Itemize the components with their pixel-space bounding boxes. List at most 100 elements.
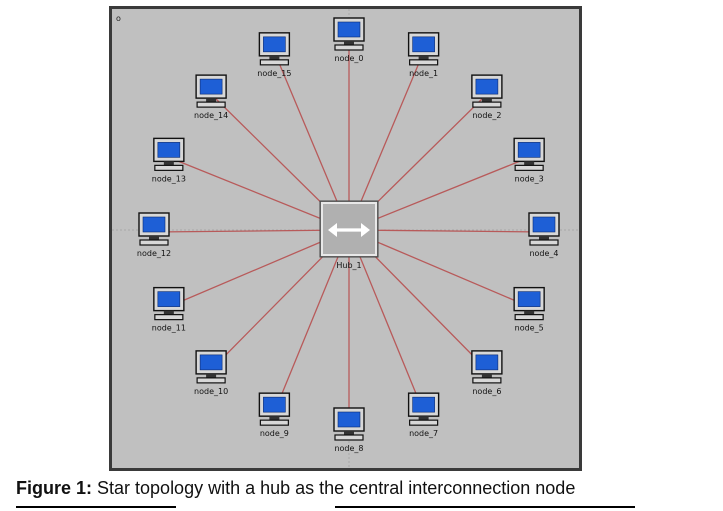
- screen-icon: [157, 291, 181, 307]
- computer-node_3[interactable]: node_3: [513, 137, 545, 183]
- base-icon: [196, 377, 226, 384]
- screen-icon: [337, 411, 361, 428]
- screen-icon: [199, 354, 223, 371]
- hub-label: Hub_1: [336, 261, 361, 270]
- computer-node_15[interactable]: node_15: [257, 32, 291, 78]
- monitor-stand-icon: [539, 236, 549, 240]
- monitor-stand-icon: [163, 161, 174, 166]
- computer-node_6[interactable]: node_6: [471, 350, 503, 396]
- monitor-stand-icon: [344, 431, 354, 435]
- computer-node_13[interactable]: node_13: [152, 137, 186, 183]
- computer-node_7[interactable]: node_7: [407, 392, 440, 438]
- base-icon: [472, 101, 502, 108]
- node-label: node_1: [409, 69, 438, 78]
- computer-node_9[interactable]: node_9: [258, 392, 291, 438]
- figure-caption-prefix: Figure 1:: [16, 478, 93, 498]
- computer-node_5[interactable]: node_5: [513, 286, 545, 333]
- screen-icon: [532, 216, 556, 233]
- link-node_12: [153, 229, 350, 233]
- monitor-stand-icon: [418, 416, 429, 421]
- link-node_13: [168, 156, 350, 231]
- monitor-stand-icon: [206, 373, 217, 378]
- computer-node_0[interactable]: node_0: [333, 17, 365, 63]
- link-node_7: [348, 229, 425, 413]
- monitor-stand-icon: [206, 98, 217, 103]
- base-icon: [154, 164, 184, 171]
- hub-device[interactable]: Hub_1: [319, 200, 379, 270]
- monitor-stand-icon: [344, 41, 354, 45]
- computer-node_4[interactable]: node_4: [528, 212, 560, 258]
- link-node_5: [348, 229, 530, 308]
- computer-node_11[interactable]: node_11: [152, 286, 186, 333]
- node-label: node_5: [515, 324, 544, 333]
- monitor-stand-icon: [418, 55, 429, 60]
- base-icon: [334, 434, 364, 441]
- monitor-stand-icon: [524, 310, 535, 315]
- link-node_11: [168, 229, 350, 308]
- link-node_1: [348, 51, 425, 231]
- screen-icon: [412, 36, 435, 53]
- double-arrow-icon: [328, 223, 370, 237]
- node-label: node_8: [334, 444, 363, 453]
- monitor-stand-icon: [269, 55, 280, 60]
- computer-node_10[interactable]: node_10: [194, 350, 228, 396]
- screen-icon: [412, 396, 435, 413]
- link-node_15: [273, 51, 350, 231]
- node-label: node_13: [152, 174, 186, 183]
- computer-node_14[interactable]: node_14: [194, 74, 228, 120]
- link-node_9: [273, 229, 350, 413]
- monitor-stand-icon: [481, 98, 492, 103]
- base-icon: [409, 419, 439, 426]
- base-icon: [334, 44, 364, 51]
- base-icon: [196, 101, 226, 108]
- monitor-stand-icon: [269, 416, 280, 421]
- computer-node_12[interactable]: node_12: [137, 212, 171, 258]
- base-icon: [259, 59, 289, 66]
- screen-icon: [142, 216, 166, 233]
- base-icon: [154, 314, 184, 321]
- node-label: node_14: [194, 111, 228, 120]
- bottom-rule-right: [335, 506, 635, 508]
- node-label: node_4: [529, 249, 558, 258]
- node-label: node_7: [409, 429, 438, 438]
- monitor-stand-icon: [149, 236, 159, 240]
- bottom-rule-left: [16, 506, 176, 508]
- screen-icon: [199, 78, 223, 95]
- computer-node_1[interactable]: node_1: [407, 32, 440, 78]
- link-node_3: [348, 156, 530, 231]
- corner-mark: o: [116, 14, 121, 23]
- node-label: node_15: [257, 69, 291, 78]
- screen-icon: [475, 354, 499, 371]
- link-node_4: [348, 229, 545, 233]
- monitor-stand-icon: [481, 373, 492, 378]
- node-label: node_3: [515, 174, 544, 183]
- computer-node_8[interactable]: node_8: [333, 407, 365, 453]
- figure-caption-text: Star topology with a hub as the central …: [92, 478, 576, 498]
- base-icon: [514, 164, 544, 171]
- screen-icon: [475, 78, 499, 95]
- base-icon: [259, 419, 289, 426]
- base-icon: [139, 239, 169, 246]
- node-label: node_0: [334, 54, 363, 63]
- screen-icon: [517, 142, 541, 158]
- base-icon: [529, 239, 559, 246]
- topology-canvas: onode_0node_1node_2node_3node_4node_5nod…: [112, 9, 579, 468]
- screen-icon: [263, 36, 286, 53]
- node-label: node_11: [152, 324, 186, 333]
- base-icon: [472, 377, 502, 384]
- computer-node_2[interactable]: node_2: [471, 74, 503, 120]
- node-label: node_6: [472, 387, 501, 396]
- monitor-stand-icon: [524, 161, 535, 166]
- figure-caption: Figure 1: Star topology with a hub as th…: [16, 478, 575, 499]
- base-icon: [409, 59, 439, 66]
- node-label: node_10: [194, 387, 228, 396]
- monitor-stand-icon: [163, 310, 174, 315]
- screen-icon: [157, 142, 181, 158]
- node-label: node_9: [260, 429, 289, 438]
- screen-icon: [337, 21, 361, 38]
- node-label: node_2: [472, 111, 501, 120]
- node-label: node_12: [137, 249, 171, 258]
- screen-icon: [517, 291, 541, 307]
- base-icon: [514, 314, 544, 321]
